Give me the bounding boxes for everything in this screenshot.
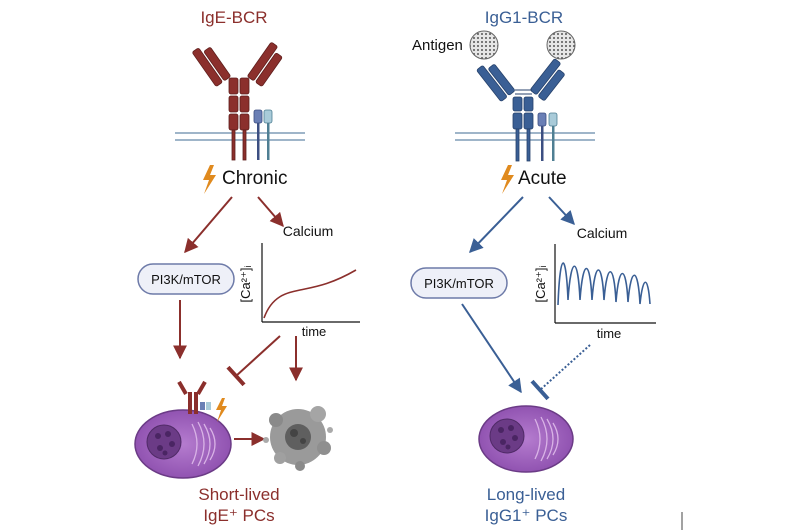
left-calcium-plot xyxy=(261,243,360,323)
left-outcome-line1: Short-lived xyxy=(198,485,279,504)
right-inhibition-dotted-line xyxy=(530,344,591,401)
left-pi3k-node: PI3K/mTOR xyxy=(137,263,235,295)
right-outcome-line2: IgG1⁺ PCs xyxy=(485,506,568,525)
antigen-label: Antigen xyxy=(412,37,463,54)
right-lightning-icon xyxy=(501,165,514,194)
right-outcome-line1: Long-lived xyxy=(487,485,565,504)
right-arrow-to-calcium xyxy=(548,196,575,226)
antigen-icon xyxy=(469,30,576,60)
right-x-axis-label: time xyxy=(597,326,622,341)
ige-receptor-icon xyxy=(192,42,283,161)
ige-cell-receptor-icon xyxy=(177,380,211,414)
ige-plasma-cell xyxy=(134,409,232,479)
left-outcome-line2: IgE⁺ PCs xyxy=(203,506,274,525)
left-calcium-title: Calcium xyxy=(283,223,334,239)
left-y-axis-label: [Ca²⁺]ᵢ xyxy=(238,265,253,302)
left-x-axis-label: time xyxy=(302,324,327,339)
left-iga-igb-icon xyxy=(253,109,273,160)
left-inhibition-line xyxy=(226,335,281,387)
right-arrow-to-pi3k xyxy=(469,196,524,254)
right-pi3k-node: PI3K/mTOR xyxy=(410,267,508,299)
left-pi3k-label: PI3K/mTOR xyxy=(151,272,221,287)
ige-cell-lightning-icon xyxy=(216,398,227,422)
right-calcium-title: Calcium xyxy=(577,225,628,241)
dying-cell-icon xyxy=(263,406,333,471)
chronic-label: Chronic xyxy=(222,168,287,189)
right-pi3k-label: PI3K/mTOR xyxy=(424,276,494,291)
left-arrow-to-pi3k xyxy=(184,196,233,254)
igg1-receptor-icon xyxy=(476,58,565,162)
ige-bcr-title: IgE-BCR xyxy=(200,8,267,27)
acute-label: Acute xyxy=(518,168,567,189)
left-lightning-icon xyxy=(203,165,216,194)
right-y-axis-label: [Ca²⁺]ᵢ xyxy=(533,265,548,302)
igg1-bcr-title: IgG1-BCR xyxy=(485,8,563,27)
right-arrow-pi3k-to-cell xyxy=(461,303,522,394)
right-iga-igb-icon xyxy=(537,112,558,161)
igg1-plasma-cell xyxy=(478,405,574,473)
right-calcium-plot xyxy=(554,244,656,324)
right-membrane xyxy=(455,132,595,141)
left-membrane xyxy=(175,132,305,141)
left-arrow-to-calcium xyxy=(257,196,284,228)
